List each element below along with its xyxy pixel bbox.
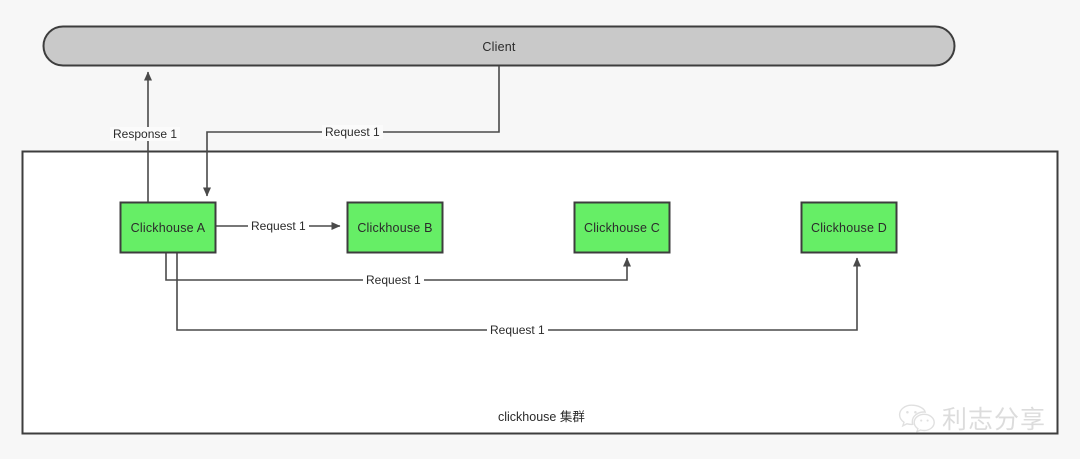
client-node-shape[interactable] <box>42 25 956 67</box>
edge-label-request-a-b: Request 1 <box>248 219 309 233</box>
node-clickhouse-d-shape[interactable] <box>800 201 898 254</box>
node-clickhouse-a-shape[interactable] <box>119 201 217 254</box>
edge-label-request-a-c: Request 1 <box>363 273 424 287</box>
node-clickhouse-c-shape[interactable] <box>573 201 671 254</box>
edge-label-response-1: Response 1 <box>110 127 181 141</box>
edge-label-request-a-d: Request 1 <box>487 323 548 337</box>
cluster-container <box>21 150 1059 435</box>
edge-label-request-client-a: Request 1 <box>322 125 383 139</box>
node-clickhouse-b-shape[interactable] <box>346 201 444 254</box>
cluster-label: clickhouse 集群 <box>498 410 585 424</box>
